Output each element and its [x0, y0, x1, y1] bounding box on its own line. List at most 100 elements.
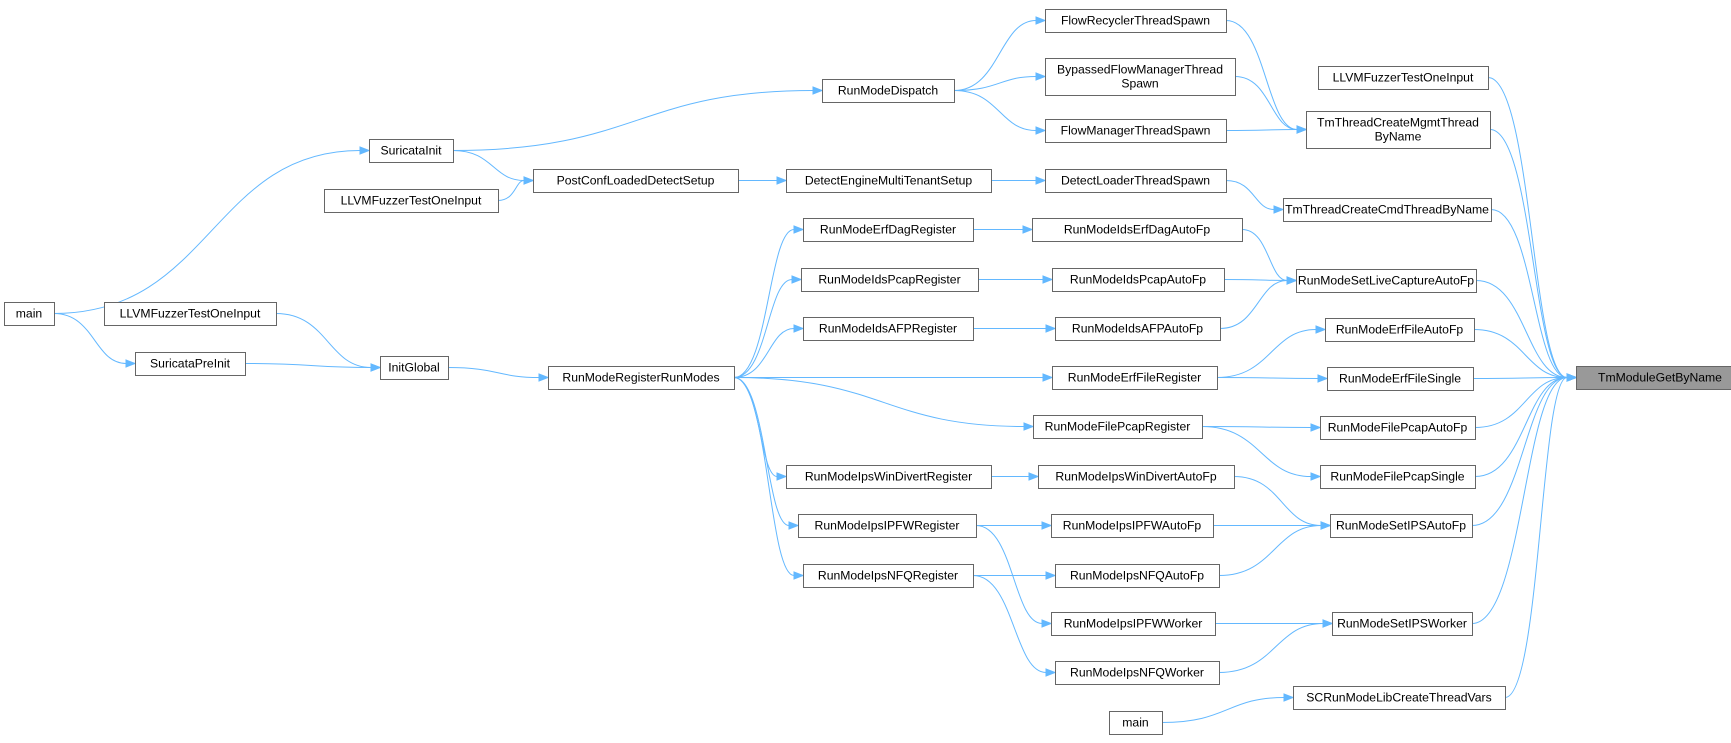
graph-node-detmulti[interactable]: DetectEngineMultiTenantSetup	[786, 169, 992, 193]
node-box[interactable]	[1320, 416, 1476, 440]
node-box[interactable]	[1045, 58, 1236, 96]
graph-node-windivauto[interactable]: RunModeIpsWinDivertAutoFp	[1038, 465, 1235, 489]
graph-node-filepcapreg[interactable]: RunModeFilePcapRegister	[1033, 415, 1203, 439]
node-box[interactable]	[380, 356, 449, 380]
graph-node-llvm-left[interactable]: LLVMFuzzerTestOneInput	[104, 302, 277, 326]
node-box[interactable]	[1055, 317, 1221, 341]
graph-node-erfdagreg[interactable]: RunModeErfDagRegister	[803, 218, 974, 242]
node-box[interactable]	[1109, 711, 1163, 735]
arrowhead-icon	[1035, 72, 1047, 81]
edge-line	[1218, 525, 1322, 576]
node-box[interactable]	[786, 465, 992, 489]
node-box[interactable]	[803, 317, 974, 341]
graph-node-nfqauto[interactable]: RunModeIpsNFQAutoFp	[1055, 564, 1220, 588]
node-box[interactable]	[1052, 366, 1218, 390]
graph-node-regrunmodes[interactable]: RunModeRegisterRunModes	[548, 366, 735, 390]
graph-node-afpauto[interactable]: RunModeIdsAFPAutoFp	[1055, 317, 1221, 341]
graph-node-filepcapsingle[interactable]: RunModeFilePcapSingle	[1320, 465, 1476, 489]
graph-node-main-bottom[interactable]: main	[1109, 711, 1163, 735]
graph-node-nfqreg[interactable]: RunModeIpsNFQRegister	[803, 564, 974, 588]
node-box[interactable]	[1038, 465, 1235, 489]
graph-node-tmget[interactable]: TmModuleGetByName	[1576, 366, 1731, 390]
graph-node-main-left[interactable]: main	[4, 302, 55, 326]
node-box[interactable]	[4, 302, 55, 326]
node-box[interactable]	[1576, 366, 1731, 390]
graph-node-detloader[interactable]: DetectLoaderThreadSpawn	[1045, 169, 1227, 193]
arrowhead-icon	[1022, 225, 1034, 234]
graph-node-preinit[interactable]: SuricataPreInit	[135, 352, 246, 376]
graph-node-livecap[interactable]: RunModeSetLiveCaptureAutoFp	[1296, 269, 1477, 293]
node-box[interactable]	[548, 366, 735, 390]
node-box[interactable]	[1283, 198, 1492, 222]
node-box[interactable]	[1330, 514, 1473, 538]
node-box[interactable]	[1052, 268, 1225, 292]
node-box[interactable]	[822, 79, 955, 103]
node-box[interactable]	[786, 169, 992, 193]
node-box[interactable]	[1032, 218, 1243, 242]
graph-node-erffileauto[interactable]: RunModeErfFileAutoFp	[1325, 318, 1475, 342]
node-box[interactable]	[798, 514, 977, 538]
graph-node-erffilereg[interactable]: RunModeErfFileRegister	[1052, 366, 1218, 390]
node-box[interactable]	[1332, 612, 1473, 636]
graph-node-pcapauto[interactable]: RunModeIdsPcapAutoFp	[1052, 268, 1225, 292]
node-label: RunModeSetLiveCaptureAutoFp	[1298, 274, 1474, 288]
edge-line	[452, 90, 814, 151]
node-box[interactable]	[803, 564, 974, 588]
node-box[interactable]	[1325, 318, 1475, 342]
graph-node-sclib[interactable]: SCRunModeLibCreateThreadVars	[1293, 686, 1506, 710]
graph-node-flowmgr[interactable]: FlowManagerThreadSpawn	[1045, 119, 1227, 143]
call-edge	[1225, 180, 1285, 214]
edge-layer	[53, 16, 1578, 723]
node-box[interactable]	[324, 189, 499, 213]
node-box[interactable]	[801, 268, 979, 292]
graph-node-postconf[interactable]: PostConfLoadedDetectSetup	[533, 169, 739, 193]
node-box[interactable]	[1045, 169, 1227, 193]
node-box[interactable]	[1045, 9, 1227, 33]
edge-line	[1233, 476, 1322, 526]
graph-node-nfqworker[interactable]: RunModeIpsNFQWorker	[1055, 661, 1220, 685]
node-box[interactable]	[1318, 66, 1489, 90]
node-box[interactable]	[1293, 686, 1506, 710]
node-box[interactable]	[1055, 564, 1220, 588]
node-box[interactable]	[369, 139, 454, 163]
graph-node-llvm-mid[interactable]: LLVMFuzzerTestOneInput	[324, 189, 499, 213]
node-box[interactable]	[135, 352, 246, 376]
node-box[interactable]	[1327, 367, 1474, 391]
graph-node-ipfwreg[interactable]: RunModeIpsIPFWRegister	[798, 514, 977, 538]
node-box[interactable]	[1296, 269, 1477, 293]
graph-node-setipsauto[interactable]: RunModeSetIPSAutoFp	[1330, 514, 1473, 538]
call-edge	[1212, 521, 1332, 530]
graph-node-initglobal[interactable]: InitGlobal	[380, 356, 449, 380]
node-box[interactable]	[533, 169, 739, 193]
node-box[interactable]	[1051, 612, 1216, 636]
graph-node-ipfwworker[interactable]: RunModeIpsIPFWWorker	[1051, 612, 1216, 636]
graph-node-llvm-right[interactable]: LLVMFuzzerTestOneInput	[1318, 66, 1489, 90]
graph-node-afpreg[interactable]: RunModeIdsAFPRegister	[803, 317, 974, 341]
graph-node-filepcapauto[interactable]: RunModeFilePcapAutoFp	[1320, 416, 1476, 440]
node-box[interactable]	[1320, 465, 1476, 489]
graph-node-dispatch[interactable]: RunModeDispatch	[822, 79, 955, 103]
node-box[interactable]	[803, 218, 974, 242]
graph-node-setipsworker[interactable]: RunModeSetIPSWorker	[1332, 612, 1473, 636]
arrowhead-icon	[1041, 619, 1053, 628]
graph-node-suricatainit[interactable]: SuricataInit	[369, 139, 454, 163]
graph-node-pcapreg[interactable]: RunModeIdsPcapRegister	[801, 268, 979, 292]
node-box[interactable]	[1306, 111, 1491, 149]
node-label: RunModeIdsPcapRegister	[818, 273, 960, 287]
node-box[interactable]	[1033, 415, 1203, 439]
graph-node-erfdagauto[interactable]: RunModeIdsErfDagAutoFp	[1032, 218, 1243, 242]
graph-node-erffilesingle[interactable]: RunModeErfFileSingle	[1327, 367, 1474, 391]
graph-node-flowrec[interactable]: FlowRecyclerThreadSpawn	[1045, 9, 1227, 33]
node-box[interactable]	[1045, 119, 1227, 143]
call-edge	[1475, 280, 1578, 382]
node-box[interactable]	[104, 302, 277, 326]
graph-node-tmcmd[interactable]: TmThreadCreateCmdThreadByName	[1283, 198, 1492, 222]
graph-node-windivreg[interactable]: RunModeIpsWinDivertRegister	[786, 465, 992, 489]
graph-node-ipfwauto[interactable]: RunModeIpsIPFWAutoFp	[1051, 514, 1214, 538]
call-edge	[1161, 693, 1295, 723]
node-box[interactable]	[1055, 661, 1220, 685]
node-box[interactable]	[1051, 514, 1214, 538]
